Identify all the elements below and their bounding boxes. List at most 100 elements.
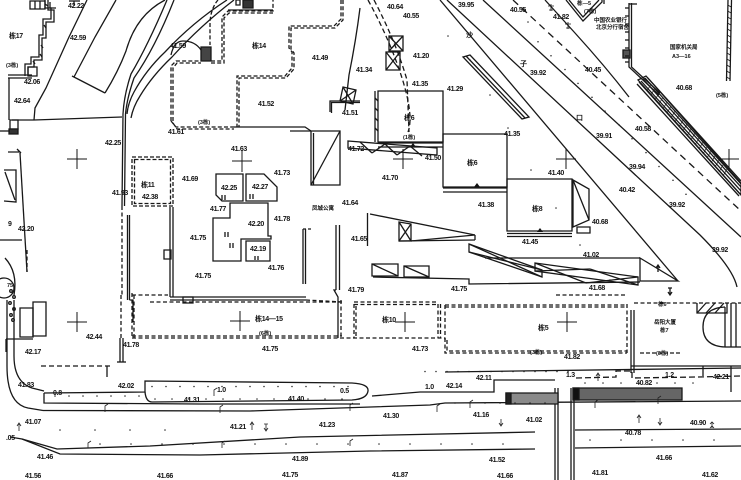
svg-text:1.0: 1.0 <box>217 387 226 394</box>
svg-text:41.29: 41.29 <box>447 86 463 93</box>
svg-text:41.02: 41.02 <box>583 252 599 259</box>
svg-text:41.34: 41.34 <box>356 67 372 74</box>
svg-text:栋—5: 栋—5 <box>577 0 591 7</box>
svg-text:40.42: 40.42 <box>619 187 635 194</box>
svg-text:41.02: 41.02 <box>526 417 542 424</box>
svg-text:栋11: 栋11 <box>140 180 155 189</box>
svg-text:42.27: 42.27 <box>252 184 268 191</box>
svg-text:栋6: 栋6 <box>466 158 478 167</box>
svg-text:41.72: 41.72 <box>348 146 364 153</box>
svg-text:41.82: 41.82 <box>553 14 569 21</box>
svg-text:41.69: 41.69 <box>182 176 198 183</box>
svg-text:41.73: 41.73 <box>274 170 290 177</box>
svg-text:41.75: 41.75 <box>195 273 211 280</box>
svg-text:42.44: 42.44 <box>86 334 102 341</box>
svg-text:41.35: 41.35 <box>504 131 520 138</box>
svg-text:42.25: 42.25 <box>221 185 237 192</box>
svg-text:(3栋): (3栋) <box>6 61 18 69</box>
svg-text:1.3: 1.3 <box>566 372 575 379</box>
svg-text:栋5: 栋5 <box>537 323 549 332</box>
svg-text:41.65: 41.65 <box>351 236 367 243</box>
svg-text:41.20: 41.20 <box>413 53 429 60</box>
svg-text:42.17: 42.17 <box>25 349 41 356</box>
svg-text:40.82: 40.82 <box>636 380 652 387</box>
svg-text:40.45: 40.45 <box>585 67 601 74</box>
svg-text:42.14: 42.14 <box>446 383 462 390</box>
svg-text:42.19: 42.19 <box>250 246 266 253</box>
svg-text:41.93: 41.93 <box>112 190 128 197</box>
svg-text:41.46: 41.46 <box>37 454 53 461</box>
svg-text:41.59: 41.59 <box>170 43 186 50</box>
svg-text:42.21: 42.21 <box>713 374 729 381</box>
svg-text:口: 口 <box>576 114 583 122</box>
svg-text:0.5: 0.5 <box>340 388 349 395</box>
svg-text:A3—16: A3—16 <box>672 54 691 60</box>
svg-text:40.90: 40.90 <box>690 420 706 427</box>
svg-text:42.64: 42.64 <box>14 98 30 105</box>
svg-text:.05: .05 <box>6 435 15 442</box>
svg-text:中国农业银行: 中国农业银行 <box>594 16 628 24</box>
svg-text:(3栋): (3栋) <box>656 349 668 357</box>
svg-text:41.52: 41.52 <box>258 101 274 108</box>
svg-text:41.35: 41.35 <box>412 81 428 88</box>
svg-text:沙: 沙 <box>466 31 473 39</box>
svg-text:40.55: 40.55 <box>403 13 419 20</box>
svg-text:41.89: 41.89 <box>292 456 308 463</box>
svg-text:41.83: 41.83 <box>18 382 34 389</box>
svg-text:0.8: 0.8 <box>53 390 62 397</box>
svg-text:栋6: 栋6 <box>403 113 415 122</box>
svg-text:41.66: 41.66 <box>497 473 513 480</box>
svg-text:41.87: 41.87 <box>392 472 408 479</box>
svg-text:41.75: 41.75 <box>190 235 206 242</box>
svg-text:41.78: 41.78 <box>274 216 290 223</box>
svg-text:42.59: 42.59 <box>70 35 86 42</box>
svg-text:42.20: 42.20 <box>18 226 34 233</box>
svg-text:41.49: 41.49 <box>312 55 328 62</box>
svg-text:39.94: 39.94 <box>629 164 645 171</box>
svg-text:(6栋): (6栋) <box>259 329 271 337</box>
svg-text:42.22: 42.22 <box>68 3 84 10</box>
svg-text:42.20: 42.20 <box>248 221 264 228</box>
svg-text:41.78: 41.78 <box>123 342 139 349</box>
svg-text:41.61: 41.61 <box>168 129 184 136</box>
svg-text:41.66: 41.66 <box>157 473 173 480</box>
svg-text:9: 9 <box>8 221 12 228</box>
svg-text:41.38: 41.38 <box>478 202 494 209</box>
svg-text:栋17: 栋17 <box>8 31 23 40</box>
svg-text:41.75: 41.75 <box>282 472 298 479</box>
svg-text:39.92: 39.92 <box>530 70 546 77</box>
svg-text:栋14: 栋14 <box>251 41 266 50</box>
svg-text:41.75: 41.75 <box>262 346 278 353</box>
svg-text:41.70: 41.70 <box>382 175 398 182</box>
svg-text:41.79: 41.79 <box>348 287 364 294</box>
svg-text:41.82: 41.82 <box>564 354 580 361</box>
svg-text:41.40: 41.40 <box>288 396 304 403</box>
svg-text:41.31: 41.31 <box>184 397 200 404</box>
svg-text:41.16: 41.16 <box>473 412 489 419</box>
svg-text:40.78: 40.78 <box>625 430 641 437</box>
svg-text:41.62: 41.62 <box>702 472 718 479</box>
svg-text:栋6: 栋6 <box>658 300 667 308</box>
svg-text:(1栋): (1栋) <box>403 133 415 141</box>
svg-text:41.45: 41.45 <box>522 239 538 246</box>
svg-text:(3栋): (3栋) <box>198 118 210 126</box>
svg-text:41.77: 41.77 <box>210 206 226 213</box>
svg-text:75: 75 <box>7 283 13 289</box>
svg-text:40.64: 40.64 <box>387 4 403 11</box>
svg-text:40.58: 40.58 <box>635 126 651 133</box>
svg-text:栋8: 栋8 <box>531 204 543 213</box>
svg-text:岳阳大厦: 岳阳大厦 <box>654 318 677 326</box>
svg-text:1.2: 1.2 <box>665 372 674 379</box>
svg-text:40.68: 40.68 <box>676 85 692 92</box>
svg-text:(5栋): (5栋) <box>716 91 728 99</box>
svg-text:41.63: 41.63 <box>231 146 247 153</box>
svg-text:1.0: 1.0 <box>425 384 434 391</box>
svg-text:41.50: 41.50 <box>425 155 441 162</box>
svg-text:39.92: 39.92 <box>712 247 728 254</box>
svg-text:42.02: 42.02 <box>118 383 134 390</box>
svg-text:国家机关局: 国家机关局 <box>670 43 698 51</box>
svg-text:(3栋): (3栋) <box>530 348 542 356</box>
svg-text:41.75: 41.75 <box>451 286 467 293</box>
svg-text:41.66: 41.66 <box>656 455 672 462</box>
svg-text:子: 子 <box>520 60 527 68</box>
